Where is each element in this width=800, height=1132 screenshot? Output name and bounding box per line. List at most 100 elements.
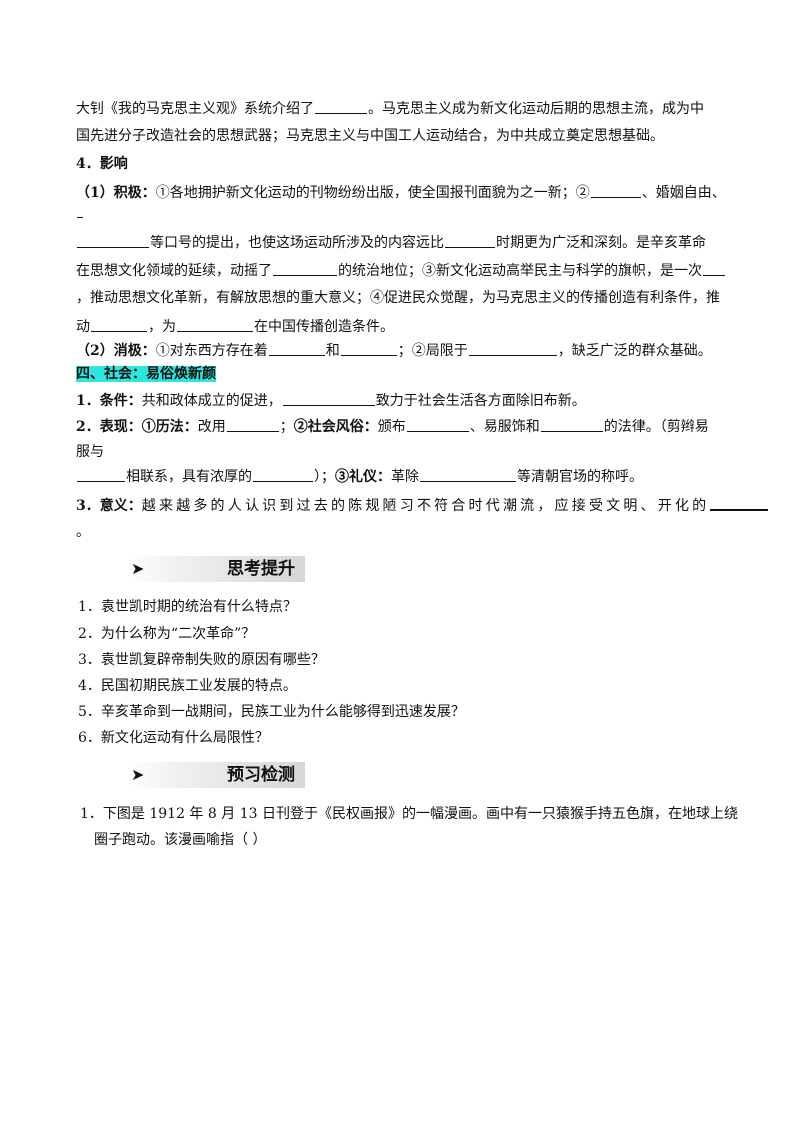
- text: 时期更为广泛和深刻。是辛亥革命: [496, 235, 706, 251]
- label-condition: 1．条件：: [76, 393, 142, 409]
- paragraph-line: 2．表现：①历法：改用 ；②社会风俗：颁布 、易服饰和 的法律。（剪辫易: [76, 416, 726, 437]
- blank[interactable]: [315, 98, 367, 114]
- blank[interactable]: [540, 416, 603, 432]
- label-negative: （2）消极：: [76, 343, 156, 359]
- paragraph-line: （1）积极：①各地拥护新文化运动的刊物纷纷出版，使全国报刊面貌为之一新；② 、婚姻…: [76, 182, 726, 203]
- question-text: 4．民国初期民族工业发展的特点。: [78, 678, 297, 694]
- text: 大钊《我的马克思主义观》系统介绍了: [76, 101, 314, 117]
- text: 的统治地位；③新文化运动高举民主与科学的旗帜，是一次: [338, 263, 702, 279]
- blank[interactable]: [445, 232, 495, 248]
- blank[interactable]: [468, 340, 557, 356]
- text: 颁布: [377, 419, 406, 435]
- text: 。马克思主义成为新文化运动后期的思想主流，成为中: [368, 101, 704, 117]
- label-positive: （1）积极：: [76, 185, 156, 201]
- text: 致力于社会生活各方面除旧布新。: [375, 393, 586, 409]
- text: 等清朝官场的称呼。: [517, 469, 643, 485]
- text: ，缺乏广泛的群众基础。: [557, 343, 712, 359]
- text: ，推动思想文化革新，有解放思想的重大意义；④促进民众觉醒，为马克思主义的传播创造…: [76, 290, 720, 306]
- question-item: 3．袁世凯复辟帝制失败的原因有哪些？: [78, 650, 325, 670]
- question-text: 1．袁世凯时期的统治有什么特点？: [78, 599, 297, 615]
- question-text: 6．新文化运动有什么局限性？: [78, 730, 269, 746]
- paragraph-line: 。: [76, 522, 726, 542]
- text: ；: [279, 419, 294, 435]
- heading-influence: 4．影响: [76, 154, 726, 174]
- paragraph-line: 1．条件：共和政体成立的促进， 致力于社会生活各方面除旧布新。: [76, 390, 726, 411]
- text: 等口号的提出，也使这场运动所涉及的内容远比: [150, 235, 444, 251]
- label-expression: 2．表现：: [76, 419, 142, 435]
- paragraph-line: 在思想文化领域的延续，动摇了的统治地位；③新文化运动高举民主与科学的旗帜，是一次: [76, 260, 726, 281]
- text: ①各地拥护新文化运动的刊物纷纷出版，使全国报刊面貌为之一新；②: [155, 185, 590, 201]
- blank[interactable]: [77, 209, 83, 218]
- blank[interactable]: [177, 316, 253, 332]
- paragraph-line: 3．意义：越来越多的人认识到过去的陈规陋习不符合时代潮流，应接受文明、开化的: [76, 496, 769, 516]
- label-calendar: ①历法：: [141, 419, 198, 435]
- blank[interactable]: [340, 340, 397, 356]
- section-title-think: 思考提升: [227, 559, 295, 579]
- text: 革除: [391, 469, 419, 485]
- paragraph-line: 相联系，具有浓厚的 ）；③礼仪：革除 等清朝官场的称呼。: [76, 466, 726, 487]
- section-bar-check: ➤ 预习检测: [127, 762, 305, 788]
- paragraph-line: [76, 203, 726, 218]
- question-text: 圈子跑动。该漫画喻指（ ）: [94, 832, 267, 848]
- question-item: 6．新文化运动有什么局限性？: [78, 728, 269, 748]
- blank[interactable]: [273, 260, 337, 276]
- blank[interactable]: [282, 390, 375, 406]
- blank[interactable]: [91, 316, 147, 332]
- text: 动: [76, 319, 90, 335]
- blank[interactable]: [703, 260, 725, 276]
- blank[interactable]: [226, 416, 279, 432]
- heading-text: 4．影响: [76, 156, 128, 172]
- paragraph-line: 国先进分子改造社会的思想武器；马克思主义与中国工人运动结合，为中共成立奠定思想基…: [76, 126, 726, 146]
- section-bar-think: ➤ 思考提升: [127, 556, 305, 582]
- text: 国先进分子改造社会的思想武器；马克思主义与中国工人运动结合，为中共成立奠定思想基…: [76, 128, 664, 144]
- paragraph-line: ，推动思想文化革新，有解放思想的重大意义；④促进民众觉醒，为马克思主义的传播创造…: [76, 288, 726, 308]
- text: 的法律。（剪辫易: [603, 419, 709, 435]
- section-title-check: 预习检测: [227, 765, 295, 785]
- blank[interactable]: [253, 466, 313, 482]
- paragraph-line: 大钊《我的马克思主义观》系统介绍了 。马克思主义成为新文化运动后期的思想主流，成为…: [76, 98, 726, 119]
- text: 改用: [197, 419, 226, 435]
- text: ①对东西方存在着: [155, 343, 268, 359]
- blank[interactable]: [406, 416, 469, 432]
- label-etiquette: ③礼仪：: [335, 469, 391, 485]
- question-text: 1．下图是 1912 年 8 月 13 日刊登于《民权画报》的一幅漫画。画中有一…: [80, 806, 738, 822]
- text: 、易服饰和: [469, 419, 540, 435]
- section-title-society: 四、社会：易俗焕新颜: [76, 366, 216, 382]
- question-item: 2．为什么称为“二次革命”？: [78, 624, 255, 644]
- label-customs: ②社会风俗：: [293, 419, 378, 435]
- text: ；②局限于: [397, 343, 468, 359]
- label-meaning: 3．意义：: [76, 498, 142, 514]
- blank[interactable]: [710, 499, 769, 511]
- blank[interactable]: [420, 466, 516, 482]
- text: 越来越多的人认识到过去的陈规陋习不符合时代潮流，应接受文明、开化的: [141, 498, 710, 514]
- text: ，为: [148, 319, 176, 335]
- text: 、婚姻自由、: [641, 185, 726, 201]
- paragraph-line: 动 ，为 在中国传播创造条件。: [76, 316, 726, 337]
- text: 和: [325, 343, 340, 359]
- paragraph-line: 等口号的提出，也使这场运动所涉及的内容远比 时期更为广泛和深刻。是辛亥革命: [76, 232, 726, 253]
- paragraph-line: 服与: [76, 442, 726, 462]
- question-item: 5．辛亥革命到一战期间，民族工业为什么能够得到迅速发展？: [78, 702, 465, 722]
- blank[interactable]: [590, 182, 641, 198]
- text: 共和政体成立的促进，: [141, 393, 282, 409]
- question-text: 2．为什么称为“二次革命”？: [78, 626, 256, 642]
- blank[interactable]: [268, 340, 325, 356]
- question-item: 4．民国初期民族工业发展的特点。: [78, 676, 297, 696]
- section-heading: 四、社会：易俗焕新颜: [76, 364, 726, 384]
- paragraph-line: （2）消极：①对东西方存在着 和 ；②局限于 ，缺乏广泛的群众基础。: [76, 340, 726, 361]
- exercise-question: 圈子跑动。该漫画喻指（ ）: [94, 830, 266, 850]
- question-item: 1．袁世凯时期的统治有什么特点？: [78, 597, 297, 617]
- text: ）；: [314, 469, 335, 485]
- question-text: 5．辛亥革命到一战期间，民族工业为什么能够得到迅速发展？: [78, 704, 465, 720]
- text: 在中国传播创造条件。: [254, 319, 394, 335]
- text: 相联系，具有浓厚的: [126, 469, 252, 485]
- blank[interactable]: [77, 232, 149, 248]
- arrow-icon: ➤: [131, 765, 145, 784]
- exercise-question: 1．下图是 1912 年 8 月 13 日刊登于《民权画报》的一幅漫画。画中有一…: [80, 804, 738, 824]
- arrow-icon: ➤: [131, 559, 145, 578]
- blank[interactable]: [77, 466, 125, 482]
- text: 。: [76, 524, 90, 540]
- text: 服与: [76, 444, 104, 460]
- question-text: 3．袁世凯复辟帝制失败的原因有哪些？: [78, 652, 325, 668]
